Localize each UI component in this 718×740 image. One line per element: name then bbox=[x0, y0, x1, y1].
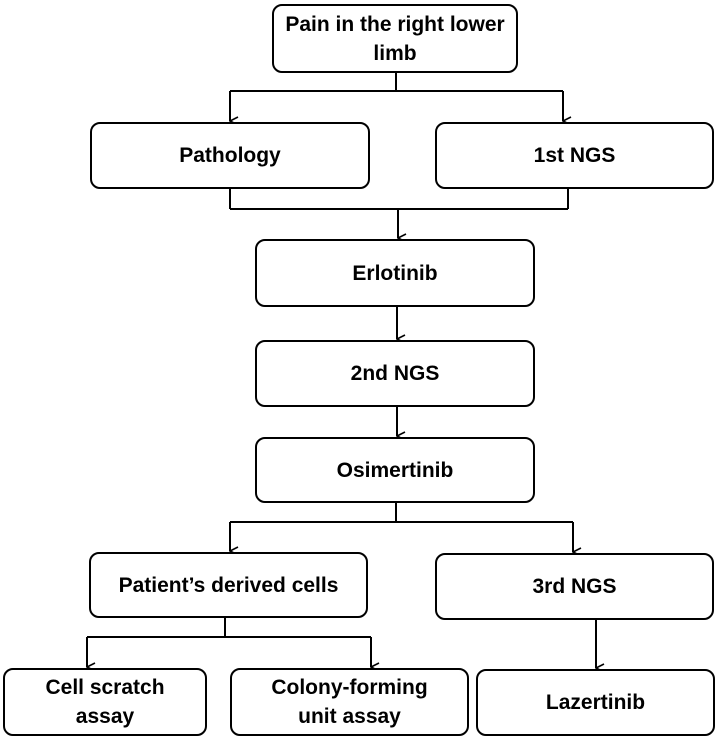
node-label: 1st NGS bbox=[533, 144, 616, 167]
node-label: Patient’s derived cells bbox=[118, 573, 339, 597]
node-pathology: Pathology bbox=[90, 122, 370, 189]
node-third-ngs: 3rd NGS bbox=[435, 553, 714, 620]
node-cell-scratch-assay: Cell scratch assay bbox=[3, 668, 207, 736]
node-label: Pain in the right lower limb bbox=[285, 12, 505, 65]
node-pain-in-right-lower-limb: Pain in the right lower limb bbox=[272, 4, 518, 73]
node-label: Pathology bbox=[179, 144, 281, 167]
node-first-ngs: 1st NGS bbox=[435, 122, 714, 189]
node-patient-derived-cells: Patient’s derived cells bbox=[89, 552, 368, 618]
node-erlotinib: Erlotinib bbox=[255, 239, 535, 307]
node-label: Osimertinib bbox=[336, 458, 454, 482]
node-label: Erlotinib bbox=[352, 261, 438, 285]
node-label: 3rd NGS bbox=[532, 575, 617, 598]
node-colony-forming-unit-assay: Colony-forming unit assay bbox=[230, 668, 469, 736]
node-label: Colony-forming unit assay bbox=[271, 676, 428, 728]
node-label: 2nd NGS bbox=[350, 362, 440, 385]
node-osimertinib: Osimertinib bbox=[255, 437, 535, 503]
node-lazertinib: Lazertinib bbox=[476, 669, 715, 736]
node-label: Lazertinib bbox=[545, 691, 646, 714]
node-second-ngs: 2nd NGS bbox=[255, 340, 535, 407]
node-label: Cell scratch assay bbox=[45, 676, 165, 728]
